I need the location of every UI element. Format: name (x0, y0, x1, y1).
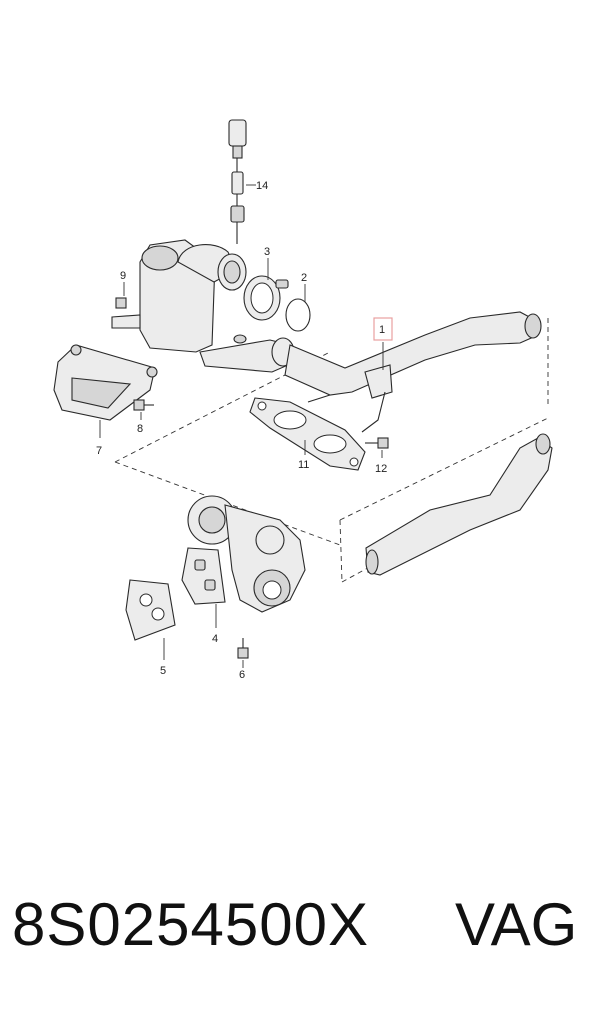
heat-shield (53, 344, 158, 421)
callout-2: 2 (301, 272, 307, 284)
callout-1-highlight (373, 317, 393, 341)
callout-3: 3 (264, 246, 270, 258)
fasteners (115, 297, 389, 659)
oxygen-sensor (228, 119, 247, 244)
brand-name: VAG (455, 891, 578, 958)
part-number: 8S0254500X (12, 891, 369, 958)
callout-8: 8 (137, 423, 143, 435)
callout-labels: 14 3 2 9 1 8 7 11 12 4 5 6 (96, 180, 387, 681)
callout-4: 4 (212, 633, 218, 645)
exploded-parts-diagram: 14 3 2 9 1 8 7 11 12 4 5 6 (53, 119, 553, 681)
turbocharger (181, 495, 306, 613)
leader-lines (99, 184, 384, 668)
rear-pipe-section (365, 433, 553, 576)
front-exhaust-pipe (284, 311, 542, 433)
turbo-gasket (125, 579, 176, 641)
clamp-and-seal (243, 275, 311, 332)
callout-6: 6 (239, 669, 245, 681)
callout-12: 12 (375, 463, 387, 475)
callout-11: 11 (298, 459, 309, 471)
callout-7: 7 (96, 445, 102, 457)
flange-gasket (249, 397, 366, 471)
callout-14: 14 (256, 180, 268, 192)
callout-1: 1 (379, 324, 385, 336)
callout-9: 9 (120, 270, 126, 282)
callout-5: 5 (160, 665, 166, 677)
